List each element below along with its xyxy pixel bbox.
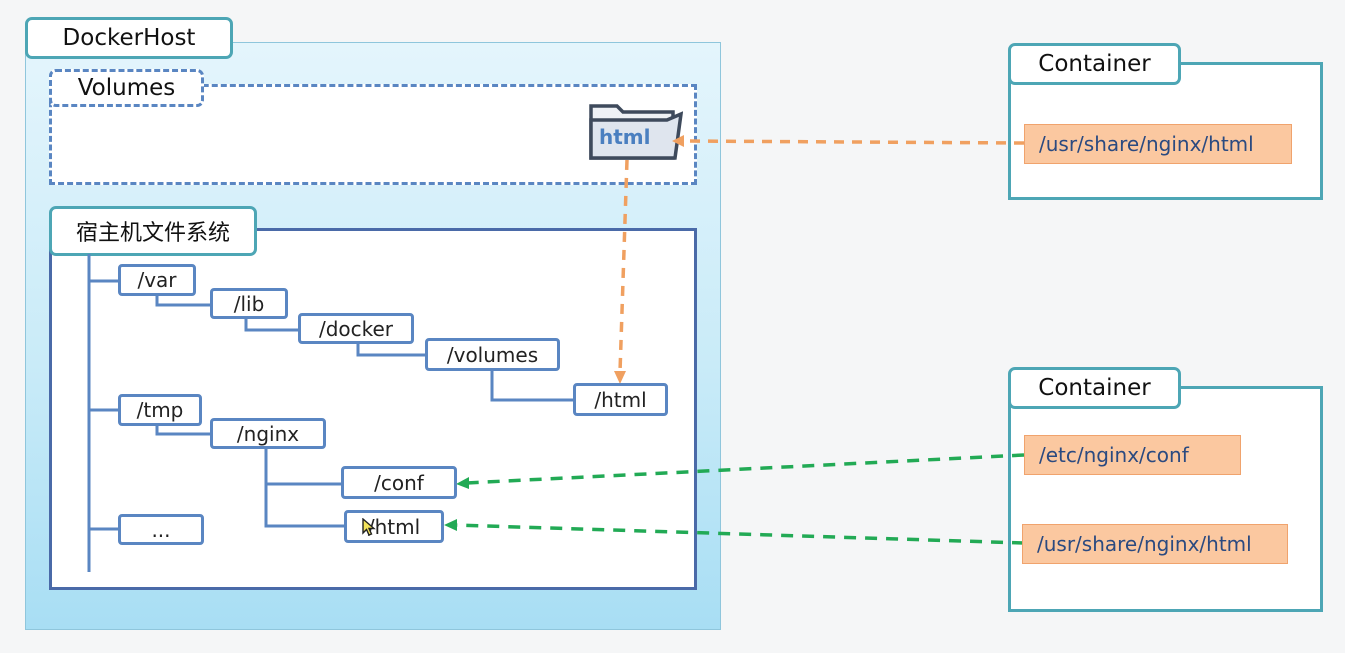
node-more: ... (118, 514, 204, 545)
node-html-volume: /html (573, 383, 668, 416)
node-var: /var (118, 264, 196, 296)
volumes-label: Volumes (49, 69, 204, 107)
container-2-mount-html: /usr/share/nginx/html (1022, 524, 1288, 564)
bind-arrowhead-conf (456, 477, 469, 489)
volume-arrowhead-folder (672, 135, 684, 147)
bind-arrowhead-html (444, 519, 457, 531)
volume-arrowhead-html (614, 371, 626, 384)
node-lib: /lib (210, 288, 288, 319)
mouse-cursor-icon (362, 518, 376, 536)
host-fs-label: 宿主机文件系统 (49, 206, 257, 256)
container-2-mount-conf: /etc/nginx/conf (1024, 435, 1241, 475)
html-folder-icon: html (587, 100, 683, 164)
node-docker: /docker (298, 313, 414, 344)
container-2-label: Container (1008, 367, 1181, 409)
node-conf: /conf (341, 466, 457, 499)
container-1-label: Container (1008, 43, 1181, 85)
node-html-nginx: /html (344, 510, 444, 543)
docker-host-label: DockerHost (25, 17, 233, 59)
node-nginx: /nginx (210, 418, 326, 449)
node-volumes: /volumes (425, 338, 560, 371)
folder-label: html (599, 125, 651, 149)
node-tmp: /tmp (118, 394, 202, 426)
container-1-mount-html: /usr/share/nginx/html (1024, 124, 1292, 164)
